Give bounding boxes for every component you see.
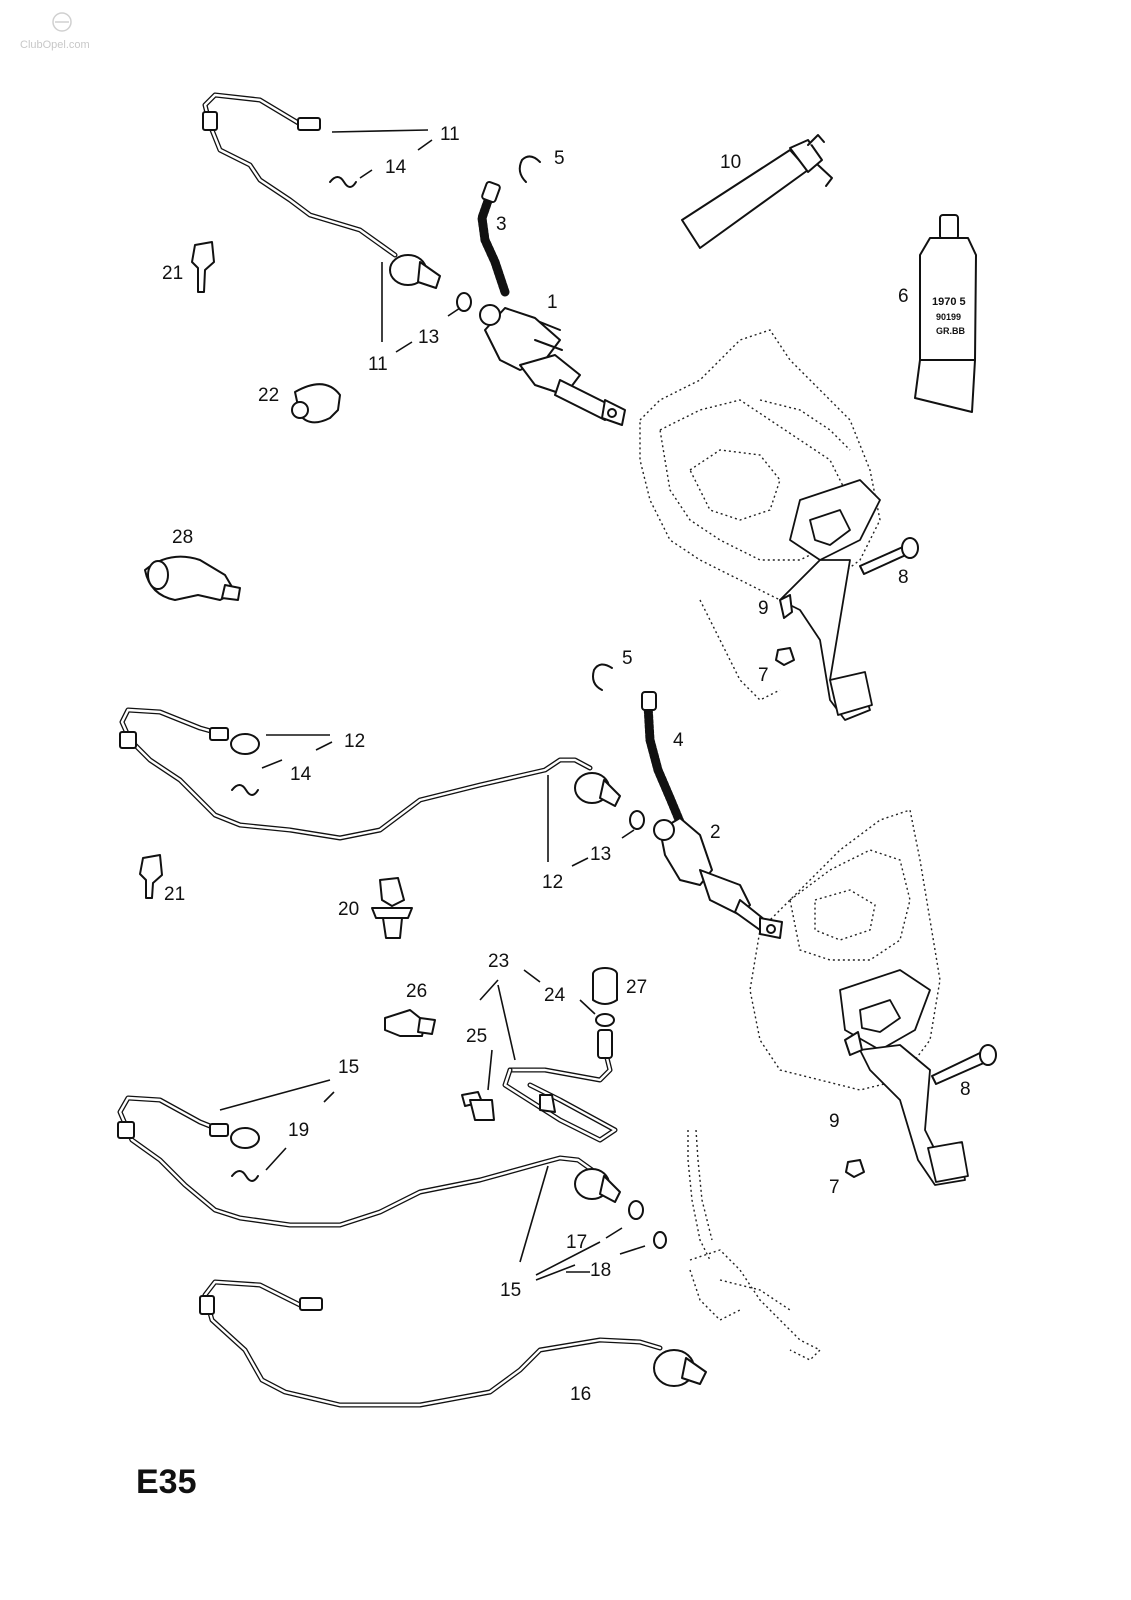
callout-5-upper: 5 (554, 148, 565, 169)
watermark-logo: ClubOpel.com (20, 12, 90, 51)
clutch-pipe-12 (119, 707, 621, 841)
bleed-screw-25 (461, 1091, 495, 1121)
hose-4 (641, 691, 685, 827)
callout-7-middle: 7 (829, 1177, 840, 1198)
callout-2: 2 (710, 822, 721, 843)
callout-12-upper: 12 (344, 731, 365, 752)
seal-24 (595, 1013, 615, 1027)
nut-7-middle (845, 1159, 865, 1178)
bracket-21-upper (191, 241, 215, 293)
callout-23: 23 (488, 951, 509, 972)
callout-4: 4 (673, 730, 684, 751)
callout-8-upper: 8 (898, 567, 909, 588)
master-cylinder-2 (653, 817, 783, 939)
callouts: 1 2 3 4 5 5 6 7 7 8 8 9 9 10 11 11 12 12… (162, 124, 971, 1405)
seal-18 (653, 1231, 667, 1249)
callout-20: 20 (338, 899, 359, 920)
tube-label-line1: 1970 5 (932, 296, 966, 308)
callout-14-middle: 14 (290, 764, 312, 785)
callout-15-upper: 15 (338, 1057, 359, 1078)
callout-9-middle: 9 (829, 1111, 840, 1132)
pedal-bracket-middle (749, 809, 969, 1186)
callout-9-upper: 9 (758, 598, 769, 619)
master-cylinder-lower-dotted (687, 1129, 822, 1361)
callout-3: 3 (496, 214, 507, 235)
bolt-8-upper (859, 537, 919, 575)
clip-14-middle (231, 784, 259, 796)
callout-21-upper: 21 (162, 263, 183, 284)
callout-7-upper: 7 (758, 665, 769, 686)
bush-27 (592, 967, 618, 1005)
seal-13-upper (456, 292, 472, 312)
callout-21-middle: 21 (164, 884, 185, 905)
callout-5-middle: 5 (622, 648, 633, 669)
callout-19: 19 (288, 1120, 309, 1141)
master-cylinder-1 (479, 304, 626, 426)
clamp-22 (291, 383, 341, 424)
callout-13-middle: 13 (590, 844, 611, 865)
callout-1: 1 (547, 292, 558, 313)
clutch-pipe-15 (117, 1095, 621, 1228)
clip-5-upper (518, 155, 541, 183)
fitting-26 (384, 1009, 436, 1037)
callout-10: 10 (720, 152, 741, 173)
clutch-pipe-16 (199, 1279, 707, 1408)
callout-11-lower: 11 (368, 354, 388, 375)
leader-lines (219, 129, 646, 1281)
grease-tube-10 (681, 134, 833, 249)
callout-8-middle: 8 (960, 1079, 971, 1100)
callout-25: 25 (466, 1026, 487, 1047)
hose-assembly-23 (502, 1029, 618, 1143)
callout-14-upper: 14 (385, 157, 407, 178)
callout-18: 18 (590, 1260, 611, 1281)
clutch-pipe-11 (202, 92, 441, 289)
clip-19 (231, 1170, 259, 1182)
hose-3 (477, 180, 510, 297)
callout-16: 16 (570, 1384, 591, 1405)
callout-17: 17 (566, 1232, 587, 1253)
connector-28 (144, 555, 241, 601)
callout-6: 6 (898, 286, 909, 307)
page-code: E35 (136, 1463, 197, 1501)
tube-label-line2: 90199 (936, 312, 961, 322)
nut-7-upper (775, 647, 795, 666)
tube-label-line3: GR.BB (936, 326, 966, 336)
callout-27: 27 (626, 977, 647, 998)
clip-5-middle (592, 663, 613, 691)
seal-17 (628, 1200, 644, 1220)
bolt-8-middle (931, 1044, 997, 1085)
watermark-text: ClubOpel.com (20, 39, 90, 51)
clip-9-upper (779, 594, 793, 619)
callout-28: 28 (172, 527, 193, 548)
callout-24: 24 (544, 985, 566, 1006)
clip-14-upper (329, 176, 357, 188)
seal-13-middle (629, 810, 645, 830)
callout-22: 22 (258, 385, 279, 406)
bracket-21-middle (139, 854, 163, 899)
fastener-20 (371, 877, 413, 939)
callout-15-lower: 15 (500, 1280, 521, 1301)
callout-26: 26 (406, 981, 427, 1002)
callout-13-upper: 13 (418, 327, 439, 348)
callout-12-lower: 12 (542, 872, 563, 893)
pedal-bracket-upper (639, 329, 881, 721)
callout-11-upper: 11 (440, 124, 460, 145)
sealant-tube-6: 1970 5 90199 GR.BB (914, 214, 977, 413)
